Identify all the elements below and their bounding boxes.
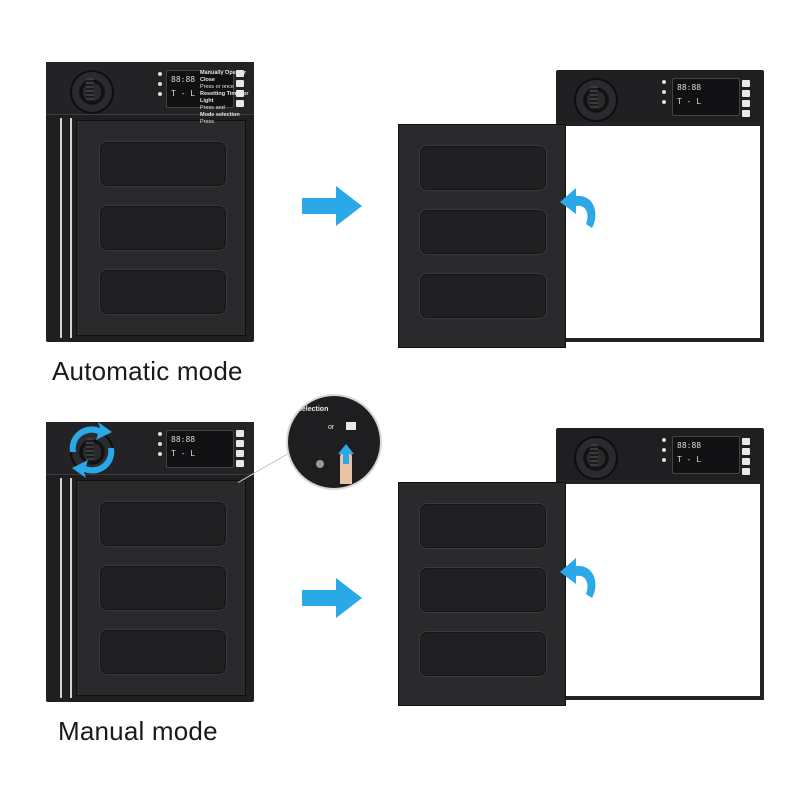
lcd-display: 88:88 T - L (672, 436, 740, 474)
open-door-unit: 88:88 T - L (398, 428, 768, 708)
legend-title-1: Manually Open or Close (200, 70, 247, 83)
curved-arrow-icon (560, 558, 596, 598)
legend-text-2: Press and (200, 105, 225, 111)
lcd-line-1: 88:88 (677, 83, 702, 92)
control-buttons[interactable] (742, 80, 750, 120)
door-inset-2 (419, 209, 547, 255)
lcd-line-1: 88:88 (171, 75, 196, 84)
legend-title-2: Resetting Timer or Light (200, 91, 249, 104)
zoom-callout: selection or (286, 394, 382, 490)
gear-knob-icon (574, 436, 618, 480)
zoom-button-key[interactable] (346, 422, 356, 430)
lcd-display: 88:88 T - L (166, 430, 234, 468)
door-panel (76, 120, 246, 336)
closed-door-unit: 88:88 T - L (46, 62, 254, 342)
right-arrow-icon (302, 186, 362, 226)
door-inset-3 (419, 631, 547, 677)
open-door-frame (556, 480, 764, 700)
door-inset-1 (99, 501, 227, 547)
door-panel (76, 480, 246, 696)
door-inset-2 (99, 205, 227, 251)
legend-title-3: Mode selection (200, 112, 240, 118)
left-rail (60, 478, 62, 698)
automatic-mode-label: Automatic mode (52, 356, 243, 386)
right-arrow-icon (302, 578, 362, 618)
zoom-inner-panel: selection or (288, 396, 380, 488)
zoom-selection-text: selection (298, 406, 329, 413)
zoom-led (316, 460, 324, 468)
closed-door-unit: 88:88 T - L (46, 422, 254, 702)
legend-text-1: Press or once (200, 84, 234, 90)
door-inset-1 (419, 145, 547, 191)
door-inset-3 (99, 269, 227, 315)
swung-door-panel (398, 124, 566, 348)
lcd-line-1: 88:88 (677, 441, 702, 450)
swung-door-panel (398, 482, 566, 706)
gear-knob-icon (574, 78, 618, 122)
manual-mode-row: 88:88 T - L selection or (0, 358, 800, 758)
lcd-line-2: T - L (171, 89, 196, 98)
status-leds (158, 432, 164, 462)
left-rail (60, 118, 62, 338)
zoom-or-text: or (328, 424, 335, 431)
door-inset-2 (99, 565, 227, 611)
automatic-mode-row: 88:88 T - L 88:88 T - L (46, 62, 768, 386)
lcd-display: 88:88 T - L (672, 78, 740, 116)
status-leds (662, 80, 668, 110)
left-rail-inner (70, 478, 72, 698)
gear-knob-icon (70, 70, 114, 114)
control-buttons[interactable] (236, 70, 244, 110)
lcd-line-2: T - L (171, 449, 196, 458)
door-inset-1 (419, 503, 547, 549)
curved-arrow-icon (560, 188, 596, 228)
status-leds (662, 438, 668, 468)
door-inset-1 (99, 141, 227, 187)
lcd-line-2: T - L (677, 97, 702, 106)
control-buttons[interactable] (742, 438, 750, 478)
left-rail-inner (70, 118, 72, 338)
lcd-line-1: 88:88 (171, 435, 196, 444)
legend-text-3: Press (200, 119, 215, 125)
manual-mode-label: Manual mode (58, 716, 218, 746)
control-legend: Manually Open or Close Press or once Res… (200, 70, 254, 126)
door-inset-2 (419, 567, 547, 613)
rotation-arrows-icon (69, 422, 115, 478)
open-door-frame (556, 122, 764, 342)
door-inset-3 (419, 273, 547, 319)
lcd-line-2: T - L (677, 455, 702, 464)
open-door-unit: 88:88 T - L (398, 70, 768, 350)
status-leds (158, 72, 164, 102)
lcd-display: 88:88 T - L (166, 70, 234, 108)
control-buttons[interactable] (236, 430, 244, 470)
finger-press-icon (338, 444, 354, 484)
door-inset-3 (99, 629, 227, 675)
